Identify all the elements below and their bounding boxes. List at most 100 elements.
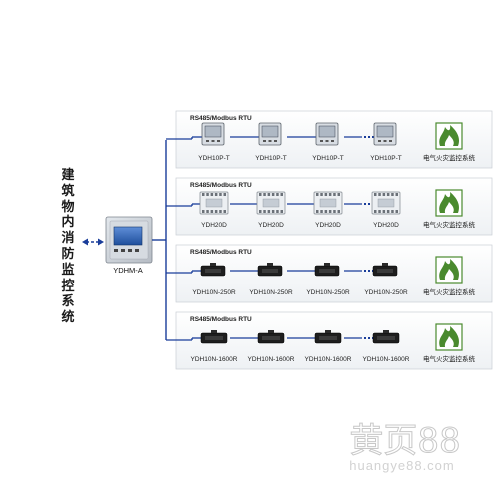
device-3: YDH10N-1600R [305, 330, 352, 363]
sensor-clip [267, 263, 273, 266]
din-terminal [202, 193, 205, 196]
system-label: 电气火灾监控系统 [423, 153, 476, 162]
trunk-links [152, 140, 167, 340]
fire-system-icon [435, 323, 463, 351]
din-terminal [259, 193, 262, 196]
bus-label: RS485/Modbus RTU [190, 249, 252, 256]
device-label: YDH10P-T [255, 155, 286, 162]
device-3: YDH10P-T [312, 122, 344, 162]
device-label: YDH10N-250R [306, 289, 350, 296]
device-4: YDH10P-T [370, 122, 402, 162]
din-terminal [333, 210, 336, 213]
din-panel [262, 198, 280, 208]
meter-key [331, 140, 334, 142]
din-terminal [202, 210, 205, 213]
flame-inner-icon [444, 202, 454, 213]
device-1: YDH10N-1600R [191, 330, 238, 363]
meter-key [274, 140, 277, 142]
din-terminal [316, 193, 319, 196]
meter-key [263, 140, 266, 142]
device-label: YDH10N-1600R [191, 356, 238, 363]
main-unit-screen [113, 226, 143, 246]
watermark: 黄页88 huangye88.com [349, 421, 461, 474]
device-label: YDH10N-1600R [363, 356, 410, 363]
device-label: YDH20D [258, 222, 284, 229]
din-terminal [219, 210, 222, 213]
device-4: YDH10N-250R [364, 263, 408, 296]
din-terminal [324, 210, 328, 213]
din-terminal [276, 193, 279, 196]
meter-key [206, 140, 209, 142]
flame-inner-icon [444, 135, 454, 146]
din-terminal [214, 193, 218, 196]
device-label: YDH20D [315, 222, 341, 229]
sensor-slot [319, 336, 337, 340]
row-4: RS485/Modbus RTU YDH10N-1600R YDH10N-1600R… [166, 311, 493, 370]
meter-key [320, 140, 323, 142]
ellipsis-dot [368, 203, 370, 205]
device-label: YDH20D [373, 222, 399, 229]
row-3: RS485/Modbus RTU YDH10N-250R YDH10N-250R YD… [166, 244, 493, 303]
ellipsis-dot [372, 136, 374, 138]
din-terminal [382, 193, 386, 196]
ellipsis-dot [368, 270, 370, 272]
ellipsis-dot [364, 203, 366, 205]
din-terminal [206, 193, 209, 196]
din-terminal [210, 193, 214, 196]
device-label: YDH10P-T [370, 155, 401, 162]
device-label: YDH10P-T [312, 155, 343, 162]
din-terminal [386, 193, 390, 196]
din-terminal [271, 210, 275, 213]
device-3: YDH20D [313, 191, 343, 229]
din-terminal [271, 193, 275, 196]
device-1: YDH10N-250R [192, 263, 236, 296]
sensor-slot [377, 336, 395, 340]
device-2: YDH10N-250R [249, 263, 293, 296]
meter-key [325, 140, 329, 142]
device-2: YDH10P-T [255, 122, 287, 162]
flame-inner-icon [444, 336, 454, 347]
watermark-main: 黄页88 [349, 421, 460, 461]
sensor-slot [319, 269, 335, 273]
sensor-clip [210, 263, 216, 266]
sensor-clip [268, 330, 274, 333]
sensor-slot [262, 269, 278, 273]
flame-inner-icon [444, 269, 454, 280]
din-terminal [280, 193, 283, 196]
device-label: YDH10N-1600R [305, 356, 352, 363]
device-label: YDH10N-250R [364, 289, 408, 296]
device-2: YDH20D [256, 191, 286, 229]
bus-label: RS485/Modbus RTU [190, 316, 252, 323]
din-terminal [280, 210, 283, 213]
din-terminal [333, 193, 336, 196]
device-label: YDH10N-250R [192, 289, 236, 296]
fire-system-icon [435, 256, 463, 284]
meter-screen [204, 125, 222, 138]
din-terminal [263, 210, 266, 213]
device-label: YDH20D [201, 222, 227, 229]
din-terminal [219, 193, 222, 196]
device-label: YDH10P-T [198, 155, 229, 162]
meter-key [217, 140, 220, 142]
device-4: YDH20D [371, 191, 401, 229]
sensor-slot [205, 336, 223, 340]
meter-key [389, 140, 392, 142]
din-terminal [223, 210, 226, 213]
sensor-clip [211, 330, 217, 333]
din-panel [319, 198, 337, 208]
meter-screen [261, 125, 279, 138]
meter-key [383, 140, 387, 142]
din-terminal [259, 210, 262, 213]
ellipsis-dot [364, 337, 366, 339]
ellipsis-dot [368, 337, 370, 339]
din-terminal [382, 210, 386, 213]
din-terminal [395, 193, 398, 196]
ellipsis-dot [364, 270, 366, 272]
din-terminal [267, 210, 271, 213]
sensor-clip [382, 263, 388, 266]
din-terminal [378, 193, 381, 196]
device-label: YDH10N-1600R [248, 356, 295, 363]
sensor-clip [325, 330, 331, 333]
din-terminal [391, 210, 394, 213]
